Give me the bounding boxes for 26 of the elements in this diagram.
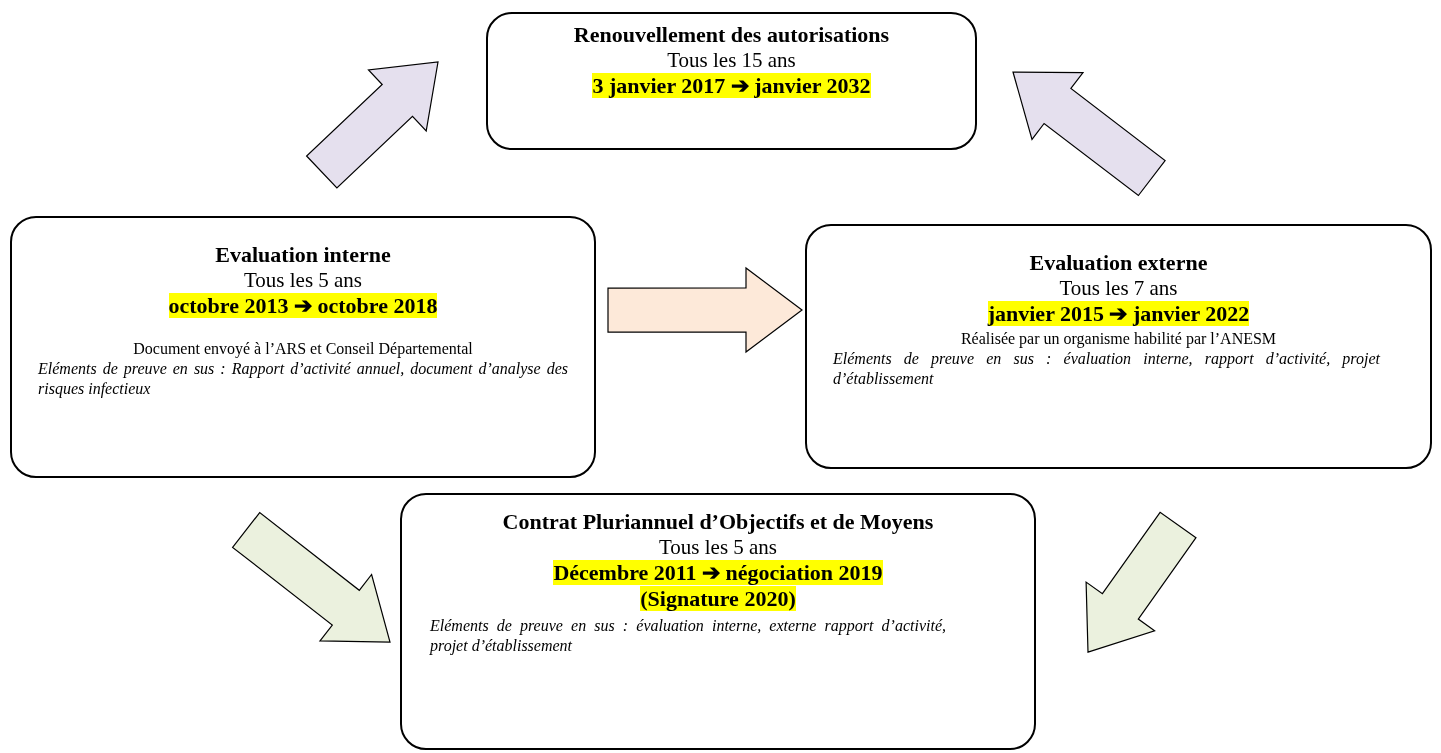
date-range: Décembre 2011 ➔ négociation 2019	[553, 560, 883, 585]
rounded-box	[400, 493, 1036, 750]
block-arrow	[607, 266, 803, 354]
box-heading: Evaluation externe	[1028, 250, 1209, 276]
evidence-note: Eléments de preuve en sus : évaluation interne, externe rapport d’activité, projet d’établissement	[430, 616, 947, 656]
note-text: Réalisée par un organisme habilité par l’ANESM	[959, 329, 1278, 349]
evidence-note: Eléments de preuve en sus : Rapport d’activité annuel, document d’analyse des risques infectieux	[38, 359, 568, 399]
box-heading: Contrat Pluriannuel d’Objectifs et de Moyens	[501, 509, 935, 535]
date-range: 3 janvier 2017 ➔ janvier 2032	[592, 73, 871, 98]
note-text: Document envoyé à l’ARS et Conseil Départemental	[132, 339, 474, 359]
rounded-box	[486, 12, 977, 150]
rounded-box	[10, 216, 596, 478]
frequency-text: Tous les 7 ans	[1058, 276, 1179, 301]
block-arrow	[1012, 71, 1166, 197]
frequency-text: Tous les 15 ans	[666, 48, 797, 73]
rounded-box	[805, 224, 1432, 469]
date-range: (Signature 2020)	[640, 586, 796, 611]
frequency-text: Tous les 5 ans	[242, 268, 364, 293]
block-arrow	[231, 511, 391, 643]
box-heading: Renouvellement des autorisations	[572, 22, 891, 48]
block-arrow	[305, 61, 439, 189]
frequency-text: Tous les 5 ans	[657, 535, 779, 560]
date-range: octobre 2013 ➔ octobre 2018	[168, 293, 438, 318]
box-heading: Evaluation interne	[214, 242, 392, 268]
block-arrow	[1085, 511, 1197, 653]
evidence-note: Eléments de preuve en sus : évaluation interne, rapport d’activité, projet d’établissement	[833, 349, 1381, 389]
